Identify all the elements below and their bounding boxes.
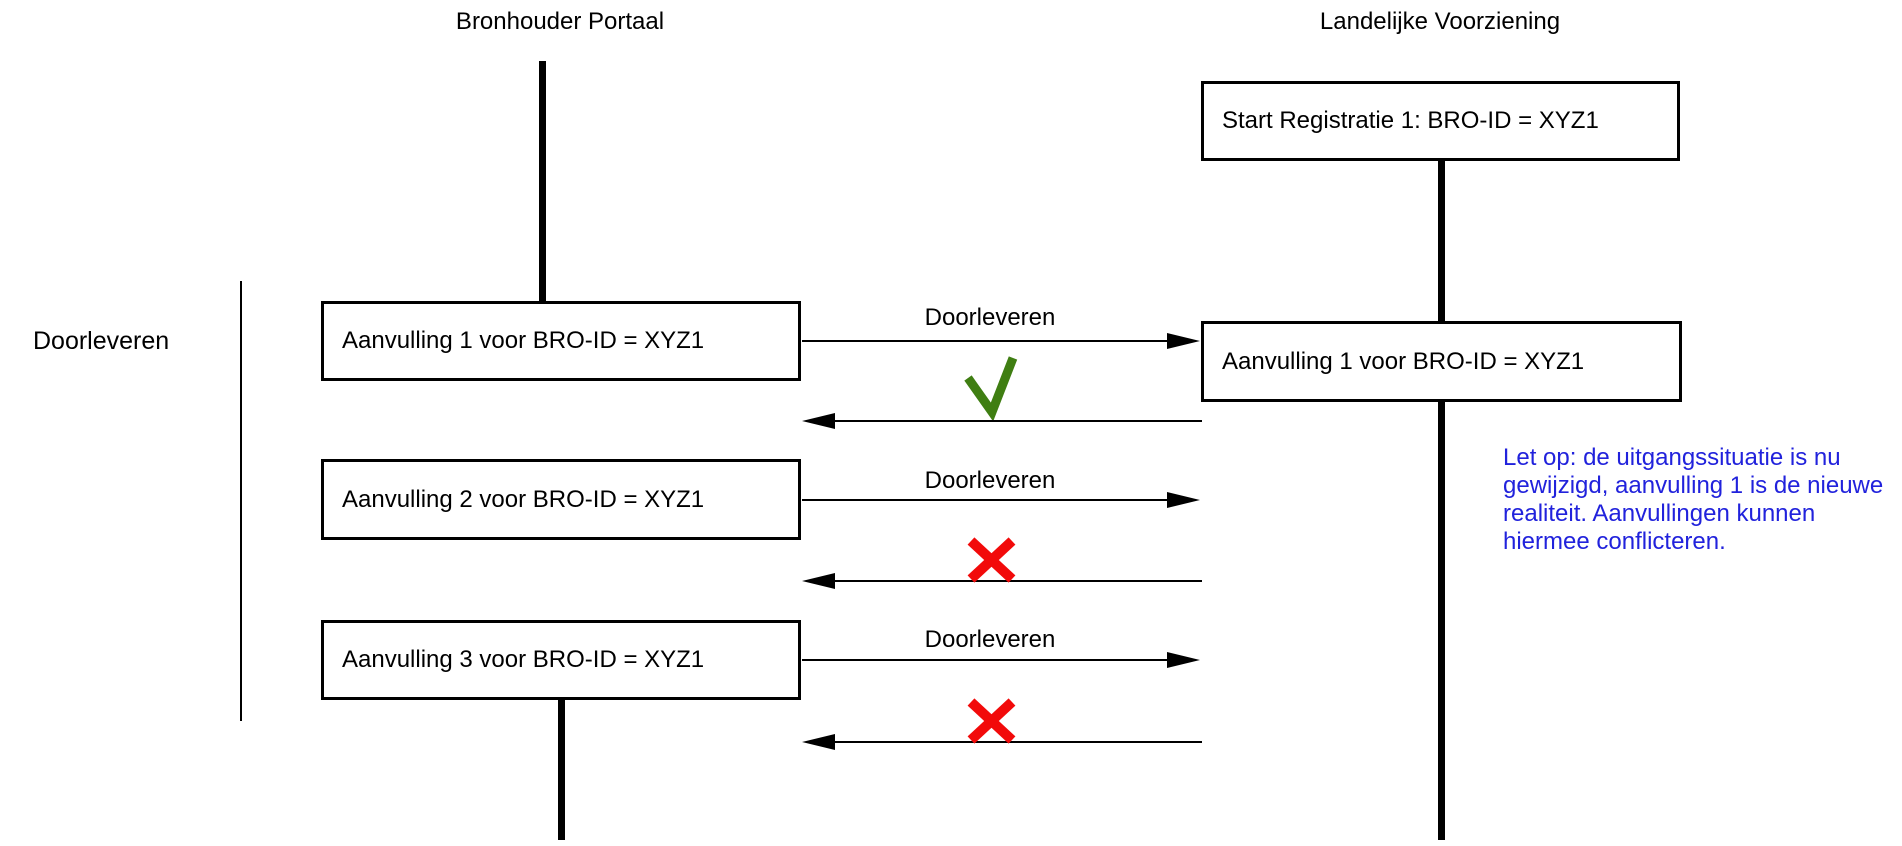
success-check-icon <box>964 356 1018 420</box>
phase-bracket-line <box>240 281 242 721</box>
lifeline-title-bronhouder-portaal: Bronhouder Portaal <box>455 8 665 35</box>
note-line: realiteit. Aanvullingen kunnen <box>1503 500 1816 527</box>
box-aanvulling-1: Aanvulling 1 voor BRO-ID = XYZ1 <box>321 301 801 381</box>
arrowhead-right-icon <box>1167 492 1200 508</box>
box-label: Start Registratie 1: BRO-ID = XYZ1 <box>1222 107 1599 134</box>
note-line: hiermee conflicteren. <box>1503 528 1726 555</box>
note-line: Let op: de uitgangssituatie is nu <box>1503 444 1841 471</box>
doorleveren-arrow-3-line <box>802 659 1174 661</box>
arrowhead-right-icon <box>1167 333 1200 349</box>
message-label-doorleveren-2: Doorleveren <box>924 467 1056 494</box>
voorziening-lifeline-lower <box>1438 402 1445 840</box>
failure-cross-icon-2 <box>967 698 1016 744</box>
arrowhead-left-icon <box>802 734 835 750</box>
bronhouder-lifeline-upper <box>539 61 546 301</box>
arrowhead-left-icon <box>802 573 835 589</box>
box-label: Aanvulling 2 voor BRO-ID = XYZ1 <box>342 485 705 513</box>
box-aanvulling-3: Aanvulling 3 voor BRO-ID = XYZ1 <box>321 620 801 700</box>
response-arrow-1-line <box>830 420 1202 422</box>
message-label-doorleveren-1: Doorleveren <box>924 304 1056 331</box>
arrowhead-right-icon <box>1167 652 1200 668</box>
message-label-doorleveren-3: Doorleveren <box>924 626 1056 653</box>
arrowhead-left-icon <box>802 413 835 429</box>
doorleveren-arrow-1-line <box>802 340 1174 342</box>
box-label: Aanvulling 1 voor BRO-ID = XYZ1 <box>1222 347 1585 375</box>
response-arrow-2-line <box>830 580 1202 582</box>
note-line: gewijzigd, aanvulling 1 is de nieuwe <box>1503 472 1884 499</box>
voorziening-lifeline-upper <box>1438 161 1445 321</box>
failure-cross-icon-1 <box>967 537 1016 583</box>
box-aanvulling-2: Aanvulling 2 voor BRO-ID = XYZ1 <box>321 459 801 540</box>
lifeline-title-landelijke-voorziening: Landelijke Voorziening <box>1319 8 1561 35</box>
box-voorziening-aanvulling-1: Aanvulling 1 voor BRO-ID = XYZ1 <box>1201 321 1682 402</box>
phase-label-doorleveren: Doorleveren <box>33 327 170 355</box>
response-arrow-3-line <box>830 741 1202 743</box>
doorleveren-arrow-2-line <box>802 499 1174 501</box>
bronhouder-lifeline-lower <box>558 700 565 840</box>
note-text: Let op: de uitgangssituatie is nu gewijz… <box>1503 444 1883 556</box>
box-label: Aanvulling 1 voor BRO-ID = XYZ1 <box>342 327 705 354</box>
box-label: Aanvulling 3 voor BRO-ID = XYZ1 <box>342 646 705 673</box>
box-start-registratie: Start Registratie 1: BRO-ID = XYZ1 <box>1201 81 1680 161</box>
